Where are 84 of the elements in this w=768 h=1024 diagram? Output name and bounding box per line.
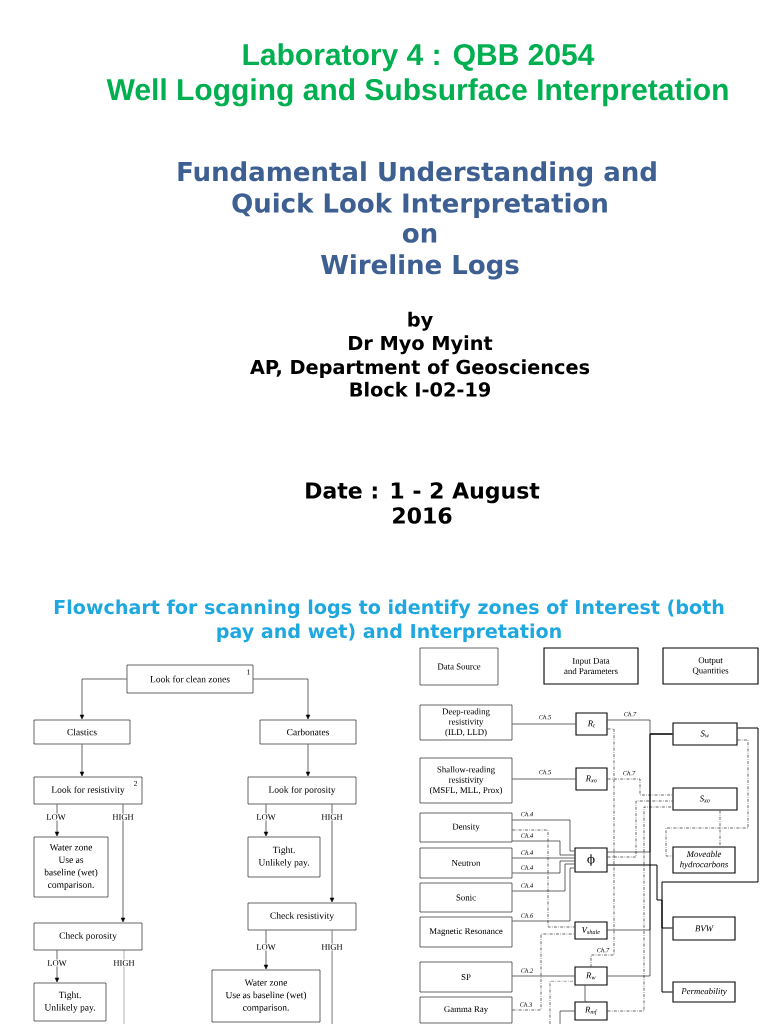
header-box: Output Quantities (662, 647, 759, 685)
parameter-box: ϕ (574, 847, 608, 873)
connector-line (512, 863, 575, 892)
arrow (54, 950, 60, 983)
output-box: Moveable hydrocarbons (672, 846, 736, 874)
data-source-box: Gamma Ray (419, 996, 513, 1024)
output-box: Permeability (672, 981, 736, 1003)
connector-line (331, 930, 333, 1024)
data-source-box: Neutron (419, 847, 513, 879)
data-source-box: Density (419, 812, 513, 843)
process-box: Clastics (33, 719, 131, 745)
connector-line (607, 800, 673, 858)
data-source-box: Shallow-reading resistivity (MSFL, MLL, Prox) (419, 757, 513, 804)
connector-line (512, 867, 575, 922)
subtitle: on (402, 227, 437, 243)
process-box: Water zone Use as baseline (wet) comparison. (33, 836, 109, 898)
connector-line (719, 810, 721, 847)
data-source-box: Deep-reading resistivity (ILD, LLD) (419, 704, 513, 741)
heading: Flowchart for scanning logs to identify zones of Interest (both pay and wet) and Interpretation (54, 599, 724, 643)
parameter-box: R$_{w}$ (574, 966, 608, 986)
arrow (263, 930, 269, 970)
edge-label: HIGH (320, 813, 344, 821)
subtitle: Wireline Logs (321, 254, 519, 280)
author-info: AP, Department of Geosciences (250, 359, 590, 378)
connector-line (607, 733, 673, 977)
edge-label: LOW (255, 943, 277, 951)
process-box: Carbonates (259, 719, 357, 745)
subtitle: Fundamental Understanding and (178, 161, 656, 187)
arrow (79, 744, 85, 777)
edge-label: LOW (255, 813, 277, 821)
edge-label: LOW (46, 959, 68, 967)
edge-label: HIGH (111, 813, 135, 821)
edge-label: HIGH (320, 943, 344, 951)
arrow (263, 804, 269, 837)
connector-line (512, 778, 576, 780)
arrow (253, 678, 311, 720)
process-box: Look for porosity (247, 776, 357, 805)
parameter-box: R$_{t}$ (575, 712, 608, 736)
process-box: Check resistivity (247, 902, 357, 931)
output-box: BVW (672, 916, 736, 941)
parameter-box: R$_{mf}$ (574, 1001, 608, 1021)
author-info: by (408, 311, 433, 331)
header-box: Data Source (419, 647, 499, 686)
arrow (79, 678, 127, 720)
connector-line (665, 739, 749, 857)
arrow (54, 804, 60, 837)
output-box: S$_{w}$ (672, 722, 738, 746)
title: Well Logging and Subsurface Interpretation (106, 78, 728, 107)
edge-label: HIGH (112, 959, 136, 967)
title: Laboratory 4 : QBB 2054 (243, 43, 595, 72)
connector-line (512, 829, 575, 928)
connector-line (559, 1010, 575, 1024)
connector-line (584, 985, 586, 1002)
connector-line (661, 727, 759, 993)
process-box: Check porosity (33, 922, 143, 951)
arrow (120, 804, 126, 923)
data-source-box: SP (419, 961, 513, 993)
connector-line (512, 860, 575, 874)
connector-line (607, 806, 673, 1012)
process-box: Water zone Use as baseline (wet) comparison. (211, 969, 321, 1023)
connector-line (607, 778, 673, 796)
arrow (329, 804, 335, 903)
parameter-box: R$_{xo}$ (575, 767, 608, 791)
process-box: Tight. Unlikely pay. (33, 982, 107, 1022)
arrow (305, 744, 311, 777)
parameter-box: V$_{shale}$ (574, 921, 608, 940)
connector-line (549, 980, 575, 1024)
connector-line (512, 840, 575, 856)
edge-label: LOW (45, 813, 67, 821)
connector-line (590, 728, 615, 967)
header-box: Input Data and Parameters (543, 647, 639, 685)
date: Date : 1 - 2 August 2016 (306, 482, 540, 524)
output-box: S$_{xo}$ (672, 787, 738, 811)
connector-line (512, 975, 575, 977)
connector-line (512, 723, 576, 725)
author-info: Block I-02-19 (350, 381, 491, 397)
connector-line (512, 933, 575, 1011)
data-source-box: Magnetic Resonance (419, 916, 513, 948)
process-box: Tight. Unlikely pay. (247, 836, 321, 878)
data-source-box: Sonic (419, 882, 513, 913)
connector-line (512, 857, 575, 859)
subtitle: Quick Look Interpretation (232, 192, 607, 218)
connector-line (512, 819, 575, 852)
author-info: Dr Myo Myint (349, 335, 493, 355)
